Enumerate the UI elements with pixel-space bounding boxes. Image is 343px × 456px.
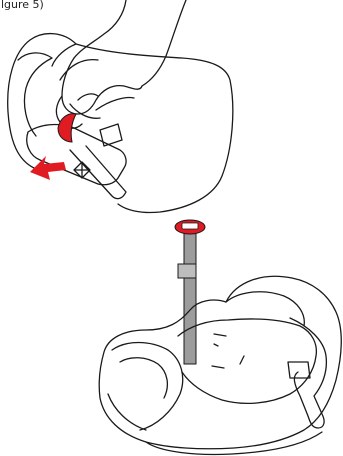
belt-strap <box>177 229 197 365</box>
anchor-ring <box>174 219 206 235</box>
arm <box>73 0 187 87</box>
booster-seat <box>98 275 342 456</box>
red-release-accent <box>30 113 77 180</box>
release-arrow-icon <box>30 156 66 180</box>
buckle-symbol <box>73 161 91 179</box>
latch-strap <box>69 145 127 200</box>
top-seat-cushion <box>7 33 77 169</box>
release-button <box>57 113 77 143</box>
belt-adjuster <box>177 263 197 279</box>
hand <box>61 57 143 119</box>
seat-marks <box>211 333 245 369</box>
belt-guide <box>99 123 123 147</box>
booster-front-roll <box>107 341 184 431</box>
booster-seat-surface <box>177 318 318 404</box>
top-seat-body <box>75 43 234 214</box>
seat-belt-guide <box>287 361 311 379</box>
booster-base-rim <box>145 431 323 456</box>
belt-strap-band <box>183 229 197 365</box>
booster-outer-shell <box>98 275 342 450</box>
top-seat-armrest <box>59 58 135 111</box>
figure-caption: lgure 5) <box>1 0 44 11</box>
top-panel <box>7 0 234 214</box>
seat-belt-lap <box>289 317 328 429</box>
booster-right-armrest <box>225 291 305 327</box>
